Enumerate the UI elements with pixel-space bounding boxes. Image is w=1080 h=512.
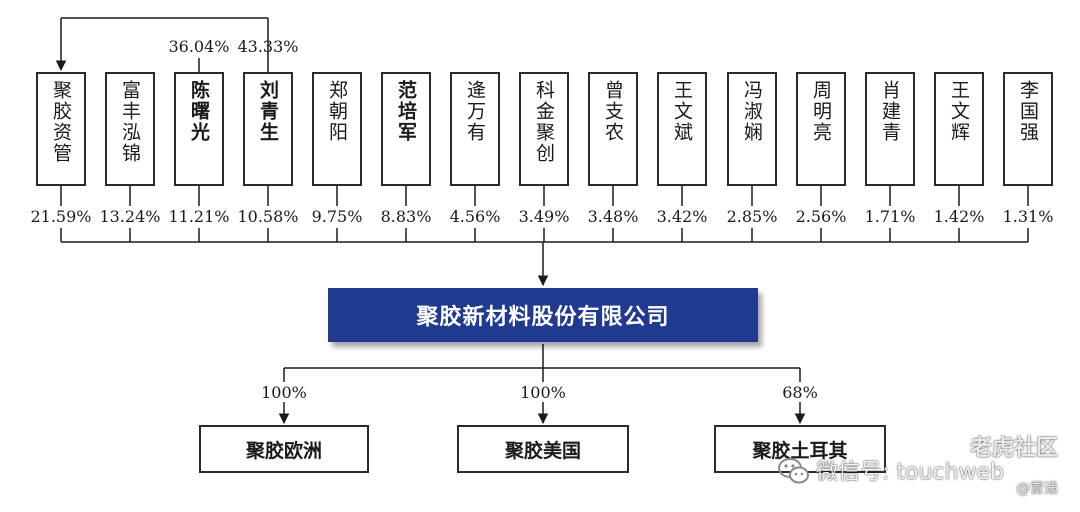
shareholder-box: 周明亮	[796, 72, 846, 186]
shareholder-percentage: 3.49%	[518, 207, 570, 226]
shareholder-box: 陈曙光	[174, 72, 224, 186]
shareholder-percentage: 4.56%	[449, 207, 501, 226]
shareholder-box: 科金聚创	[519, 72, 569, 186]
shareholder-box: 冯淑娴	[727, 72, 777, 186]
shareholder-name: 陈曙光	[188, 80, 210, 143]
subsidiary-name: 聚胶美国	[504, 439, 581, 462]
shareholder-percentage: 2.85%	[726, 207, 778, 226]
shareholder-name: 范培军	[395, 80, 417, 143]
shareholder-box: 范培军	[381, 72, 431, 186]
management-stake-percentage: 36.04%	[168, 37, 230, 56]
shareholder-box: 王文斌	[657, 72, 707, 186]
shareholder-percentage: 9.75%	[311, 207, 363, 226]
shareholder-percentage: 2.56%	[795, 207, 847, 226]
shareholder-percentage: 21.59%	[30, 207, 92, 226]
shareholder-name: 周明亮	[810, 80, 832, 143]
shareholder-percentage: 1.71%	[864, 207, 916, 226]
shareholder-percentage: 8.83%	[380, 207, 432, 226]
shareholder-percentage: 1.31%	[1002, 207, 1054, 226]
shareholder-box: 刘青生	[243, 72, 293, 186]
shareholder-name: 刘青生	[257, 80, 279, 143]
shareholder-name: 聚胶资管	[50, 80, 72, 164]
watermark-forum-text: 老虎社区	[969, 436, 1058, 461]
shareholder-name: 曾支农	[602, 80, 624, 143]
shareholder-box: 富丰泓锦	[105, 72, 155, 186]
shareholder-box: 王文辉	[934, 72, 984, 186]
shareholder-percentage: 13.24%	[99, 207, 161, 226]
shareholder-percentage: 10.58%	[237, 207, 299, 226]
shareholder-percentage: 3.42%	[656, 207, 708, 226]
shareholder-box: 逄万有	[450, 72, 500, 186]
subsidiary-name: 聚胶土耳其	[752, 439, 848, 462]
watermark: 老虎社区 微信号: touchweb @雷递	[770, 428, 1070, 500]
company-name: 聚胶新材料股份有限公司	[416, 305, 670, 330]
wechat-logo-icon	[778, 458, 809, 484]
shareholder-name: 肖建青	[879, 80, 901, 143]
shareholder-percentage: 1.42%	[933, 207, 985, 226]
watermark-credit-text: @雷递	[1016, 481, 1058, 497]
shareholder-name: 逄万有	[464, 80, 486, 143]
subsidiary-name: 聚胶欧洲	[245, 439, 322, 462]
shareholder-name: 富丰泓锦	[119, 80, 141, 164]
shareholder-percentage: 11.21%	[168, 207, 230, 226]
shareholder-box: 肖建青	[865, 72, 915, 186]
subsidiary-box: 聚胶美国	[457, 425, 629, 473]
management-stake-percentage: 43.33%	[237, 37, 299, 56]
shareholder-box: 李国强	[1003, 72, 1053, 186]
subsidiary-percentage: 68%	[782, 383, 818, 402]
subsidiary-box: 聚胶土耳其	[714, 425, 886, 473]
shareholder-box: 曾支农	[588, 72, 638, 186]
company-box: 聚胶新材料股份有限公司	[328, 288, 758, 342]
subsidiary-box: 聚胶欧洲	[199, 425, 369, 473]
watermark-wechat-text: 微信号: touchweb	[816, 460, 1004, 485]
subsidiary-percentage: 100%	[520, 383, 566, 402]
shareholder-box: 聚胶资管	[36, 72, 86, 186]
shareholder-box: 郑朝阳	[312, 72, 362, 186]
shareholder-name: 郑朝阳	[326, 80, 348, 143]
shareholder-name: 科金聚创	[533, 80, 555, 164]
subsidiary-percentage: 100%	[261, 383, 307, 402]
shareholder-percentage: 3.48%	[587, 207, 639, 226]
shareholder-name: 王文斌	[671, 80, 693, 143]
shareholder-name: 王文辉	[948, 80, 970, 143]
shareholder-name: 李国强	[1017, 80, 1039, 143]
shareholder-name: 冯淑娴	[741, 80, 763, 143]
